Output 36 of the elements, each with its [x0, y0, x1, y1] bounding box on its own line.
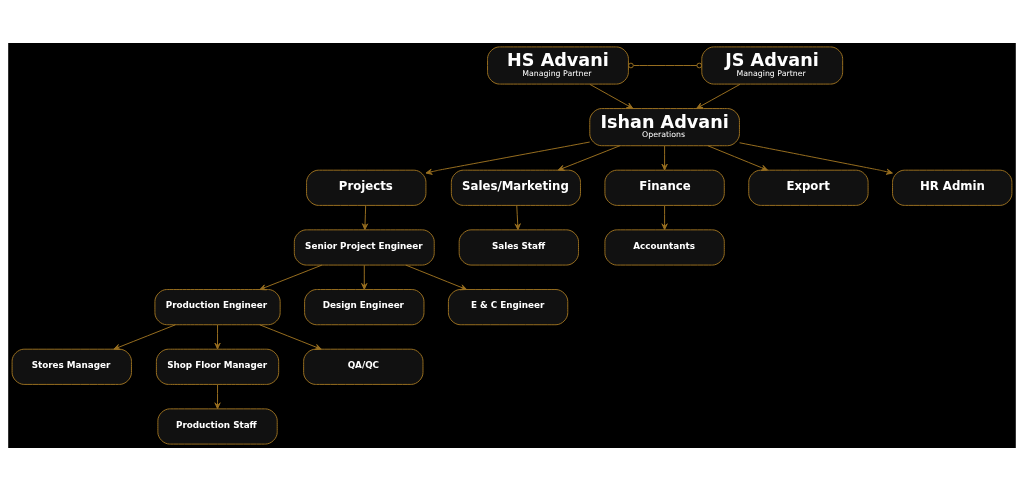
node-box: Production Staff [157, 407, 278, 445]
arrow [361, 204, 369, 230]
arrow [405, 264, 468, 290]
node-box: Sales Staff [458, 228, 579, 266]
arrow [259, 323, 322, 350]
arrow [739, 141, 893, 175]
arrow [707, 144, 768, 171]
arrow [589, 83, 634, 109]
node-box: Projects [306, 169, 427, 206]
arrow [696, 83, 741, 109]
node-box: Shop Floor Manager [155, 348, 280, 385]
node-box: Ishan Advani Operations [589, 107, 740, 146]
node-box: Senior Project Engineer [293, 228, 435, 266]
arrow [557, 144, 621, 171]
node-box: JS Advani Managing Partner [701, 45, 844, 85]
node-box: Stores Manager [11, 348, 132, 385]
arrow [661, 144, 668, 170]
arrow [259, 264, 323, 290]
node-box: HR Admin [892, 169, 1013, 206]
node-box: E & C Engineer [447, 288, 569, 325]
node-box: HS Advani Managing Partner [487, 45, 629, 85]
arrow [514, 204, 521, 230]
node-box: Production Engineer [154, 288, 281, 325]
arrow [661, 204, 668, 230]
arrow [214, 323, 221, 349]
node-box: Export [748, 169, 869, 206]
arrow [361, 264, 368, 290]
node-box: QA/QC [303, 348, 424, 385]
node-box: Finance [604, 169, 725, 206]
arrow [113, 323, 176, 350]
node-box: Accountants [604, 228, 725, 266]
connector [628, 62, 703, 68]
node-box: Sales/Marketing [450, 169, 581, 206]
node-box: Design Engineer [304, 288, 425, 325]
arrow [425, 141, 591, 175]
arrow [214, 383, 221, 409]
